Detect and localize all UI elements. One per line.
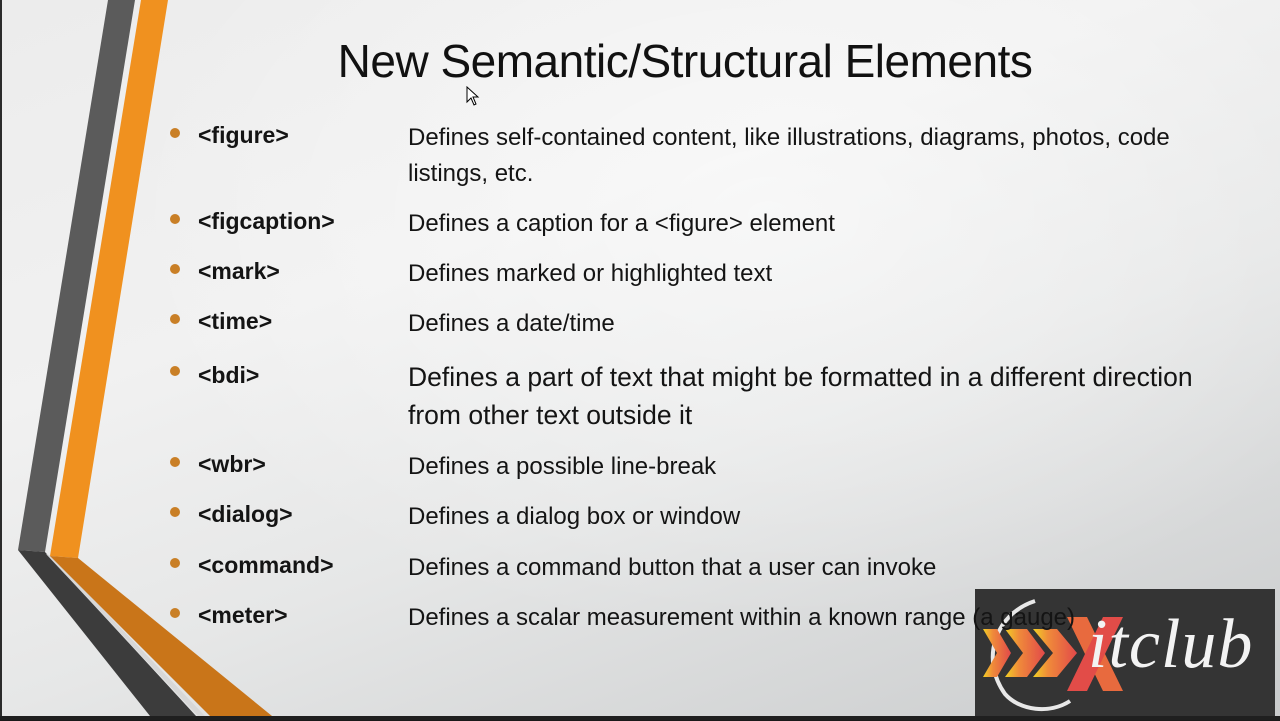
itclub-logo-text: itclub: [1088, 606, 1254, 683]
element-description: Defines a dialog box or window: [408, 503, 741, 530]
element-description: Defines marked or highlighted text: [408, 260, 773, 287]
element-tag: <time>: [198, 308, 273, 334]
window-left-edge: [0, 0, 2, 720]
bullet-icon: [170, 128, 180, 138]
element-tag: <figure>: [198, 122, 289, 148]
gray-stripe-upper: [18, 0, 135, 552]
element-description: Defines a command button that a user can…: [408, 554, 937, 581]
itclub-logo-watermark: [975, 589, 1275, 716]
bullet-icon: [170, 558, 180, 568]
bullet-icon: [170, 314, 180, 324]
element-tag: <meter>: [198, 602, 288, 628]
element-description: Defines a date/time: [408, 310, 615, 337]
bullet-icon: [170, 366, 180, 376]
element-description: Defines a possible line-break: [408, 453, 717, 480]
bullet-icon: [170, 457, 180, 467]
element-description: Defines a scalar measurement within a kn…: [408, 604, 1076, 631]
slide-title: New Semantic/Structural Elements: [337, 35, 1033, 87]
orange-stripe-upper: [50, 0, 168, 558]
stripe-gap-highlight: [46, 554, 205, 716]
orange-stripe-lower: [50, 556, 272, 716]
element-description: Defines a part of text that might be for…: [408, 362, 1193, 430]
element-tag: <dialog>: [198, 501, 293, 527]
x-chevrons-logo-icon: [983, 599, 1123, 712]
gray-stripe-lower: [18, 550, 196, 716]
element-tag: <command>: [198, 552, 334, 578]
bullet-icon: [170, 608, 180, 618]
bullet-icon: [170, 214, 180, 224]
mouse-cursor-icon: [466, 86, 480, 106]
element-description: Defines a caption for a <figure> element: [408, 210, 835, 237]
element-tag: <mark>: [198, 258, 280, 284]
window-bottom-edge: [0, 716, 1280, 720]
element-description: Defines self-contained content, like ill…: [408, 124, 1170, 187]
bullet-icon: [170, 507, 180, 517]
element-tag: <wbr>: [198, 451, 266, 477]
element-tag: <figcaption>: [198, 208, 335, 234]
bullet-icon: [170, 264, 180, 274]
element-tag: <bdi>: [198, 362, 260, 388]
